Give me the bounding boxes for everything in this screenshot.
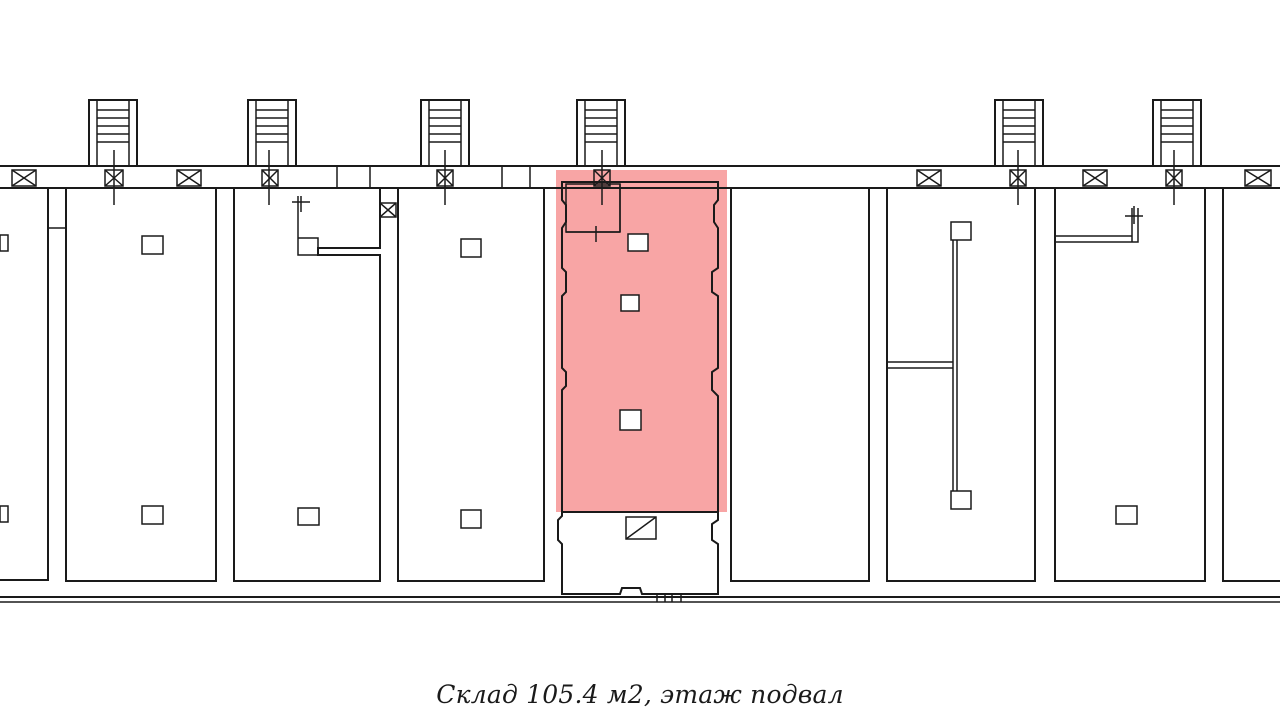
room-4-vestibule (557, 511, 719, 602)
room-1 (65, 187, 217, 582)
stair-5 (994, 99, 1044, 167)
plan-caption: Склад 105.4 м2, этаж подвал (436, 680, 844, 709)
vent-boxes (11, 150, 1272, 218)
outer-wall-bottom (0, 596, 1280, 603)
stair-1 (88, 99, 138, 167)
columns (0, 221, 1138, 529)
stair-2 (247, 99, 297, 167)
stair-6 (1152, 99, 1202, 167)
room-7 (1054, 187, 1206, 582)
room-2 (233, 187, 381, 582)
selected-unit-highlight[interactable] (556, 170, 727, 512)
room-far-left (0, 187, 66, 581)
room-5 (730, 187, 870, 582)
room-3 (397, 187, 545, 582)
room-6 (886, 187, 1036, 582)
room-far-right (1222, 187, 1280, 582)
stair-4 (576, 99, 626, 167)
